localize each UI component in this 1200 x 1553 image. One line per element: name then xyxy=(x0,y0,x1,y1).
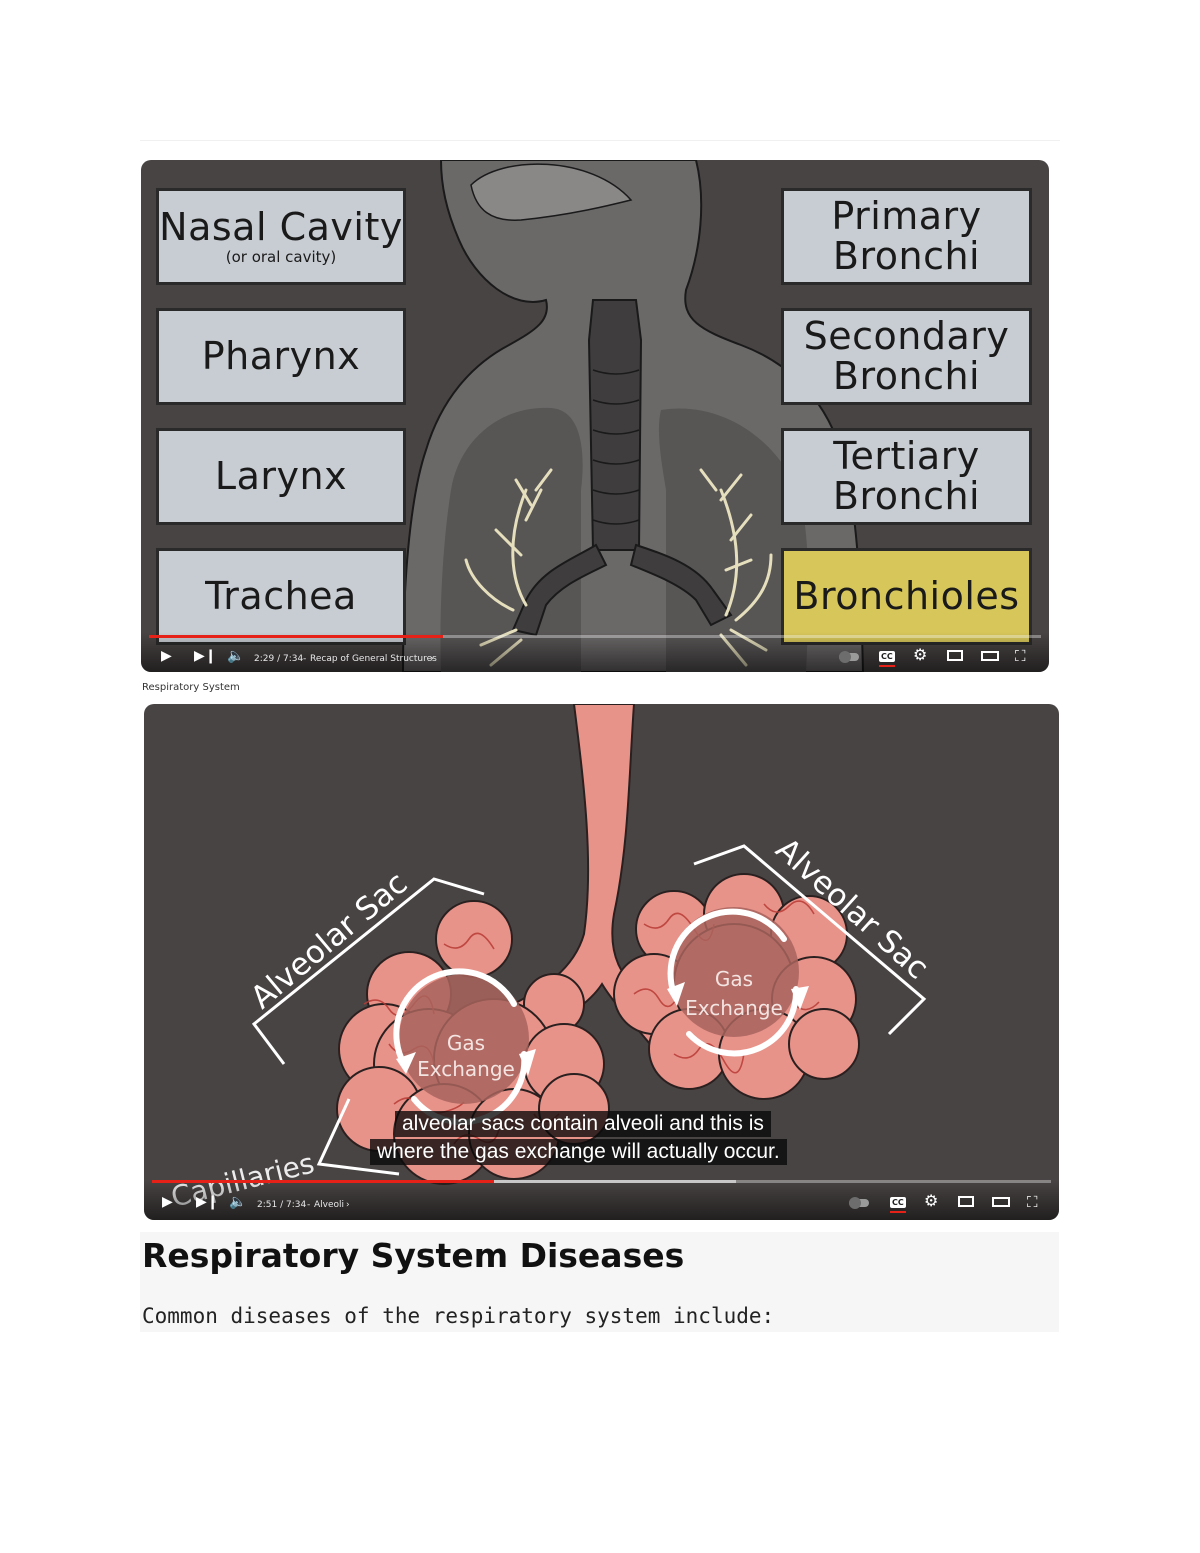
next-icon[interactable]: ▶❙ xyxy=(196,1194,219,1210)
fullscreen-icon[interactable]: ⛶ xyxy=(1015,647,1026,665)
video-player-general-structures[interactable]: Nasal Cavity (or oral cavity) Pharynx La… xyxy=(141,160,1049,672)
settings-gear-icon[interactable]: ⚙ xyxy=(913,645,928,664)
label-bronchioles-text: Bronchioles xyxy=(793,573,1020,618)
progress-played xyxy=(149,635,444,638)
time-display: 2:29 / 7:34 xyxy=(254,654,304,664)
fullscreen-icon[interactable]: ⛶ xyxy=(1027,1193,1038,1211)
label-nasal-cavity-text: Nasal Cavity xyxy=(159,204,403,249)
gas-exchange-right-line1: Gas xyxy=(715,967,753,991)
respiratory-structures-illustration xyxy=(401,160,865,672)
chapter-separator: - xyxy=(307,1200,311,1210)
gas-exchange-left-line2: Exchange xyxy=(417,1057,515,1081)
settings-gear-icon[interactable]: ⚙ xyxy=(924,1191,939,1210)
chapter-title[interactable]: Recap of General Structures xyxy=(310,654,437,664)
theater-icon[interactable] xyxy=(981,651,999,661)
label-secondary-bronchi-line2: Bronchi xyxy=(832,353,981,398)
label-pharynx-text: Pharynx xyxy=(201,333,361,378)
subtitle-line-1: alveolar sacs contain alveoli and this i… xyxy=(395,1111,771,1137)
next-icon[interactable]: ▶❙ xyxy=(194,648,217,664)
play-icon[interactable]: ▶ xyxy=(162,1194,173,1210)
label-primary-bronchi: Primary Bronchi xyxy=(781,188,1032,285)
label-tertiary-bronchi-line1: Tertiary xyxy=(833,433,980,478)
theater-icon[interactable] xyxy=(992,1197,1010,1207)
volume-icon[interactable]: 🔈 xyxy=(227,648,245,664)
cc-icon[interactable]: CC xyxy=(879,651,895,662)
video-caption-respiratory-system: Respiratory System xyxy=(142,682,240,693)
label-primary-bronchi-line2: Bronchi xyxy=(832,233,981,278)
label-pharynx: Pharynx xyxy=(156,308,406,405)
cc-active-indicator xyxy=(879,665,895,667)
progress-bar[interactable] xyxy=(152,1180,1051,1183)
label-secondary-bronchi-line1: Secondary xyxy=(803,313,1010,358)
time-display: 2:51 / 7:34 xyxy=(257,1200,307,1210)
label-secondary-bronchi: Secondary Bronchi xyxy=(781,308,1032,405)
video-player-alveoli[interactable]: Alveolar Sac Alveolar Sac Gas Exchange G… xyxy=(144,704,1059,1220)
label-larynx-text: Larynx xyxy=(214,453,348,498)
chapter-separator: - xyxy=(303,654,307,664)
section-intro-paragraph: Common diseases of the respiratory syste… xyxy=(142,1304,775,1328)
subtitle-line-2: where the gas exchange will actually occ… xyxy=(370,1139,787,1165)
page-top-rule xyxy=(140,140,1060,141)
label-trachea: Trachea xyxy=(156,548,406,645)
label-primary-bronchi-line1: Primary xyxy=(831,193,982,238)
progress-bar[interactable] xyxy=(149,635,1041,638)
label-tertiary-bronchi-line2: Bronchi xyxy=(832,473,981,518)
label-nasal-cavity: Nasal Cavity (or oral cavity) xyxy=(156,188,406,285)
diseases-section: Respiratory System Diseases Common disea… xyxy=(140,1232,1059,1332)
player-controls-bar: ▶ ▶❙ 🔈 2:51 / 7:34 - Alveoli › CC ⚙ ⛶ xyxy=(144,1180,1059,1220)
volume-icon[interactable]: 🔈 xyxy=(229,1194,247,1210)
miniplayer-icon[interactable] xyxy=(947,650,963,661)
label-bronchioles-highlighted: Bronchioles xyxy=(781,548,1032,645)
section-heading: Respiratory System Diseases xyxy=(142,1236,685,1275)
label-nasal-cavity-subtext: (or oral cavity) xyxy=(225,247,337,266)
label-trachea-text: Trachea xyxy=(205,573,357,618)
cc-icon[interactable]: CC xyxy=(890,1197,906,1208)
chevron-right-icon[interactable]: › xyxy=(430,654,434,664)
label-tertiary-bronchi: Tertiary Bronchi xyxy=(781,428,1032,525)
label-larynx: Larynx xyxy=(156,428,406,525)
chapter-title[interactable]: Alveoli xyxy=(314,1200,345,1210)
gas-exchange-right-line2: Exchange xyxy=(685,996,783,1020)
autoplay-toggle-icon[interactable] xyxy=(839,651,859,663)
miniplayer-icon[interactable] xyxy=(958,1196,974,1207)
player-controls-bar: ▶ ▶❙ 🔈 2:29 / 7:34 - Recap of General St… xyxy=(141,632,1049,672)
progress-played xyxy=(152,1180,494,1183)
play-icon[interactable]: ▶ xyxy=(161,648,172,664)
gas-exchange-left-line1: Gas xyxy=(447,1031,485,1055)
chevron-right-icon[interactable]: › xyxy=(346,1200,350,1210)
cc-active-indicator xyxy=(890,1211,906,1213)
autoplay-toggle-icon[interactable] xyxy=(849,1197,869,1209)
